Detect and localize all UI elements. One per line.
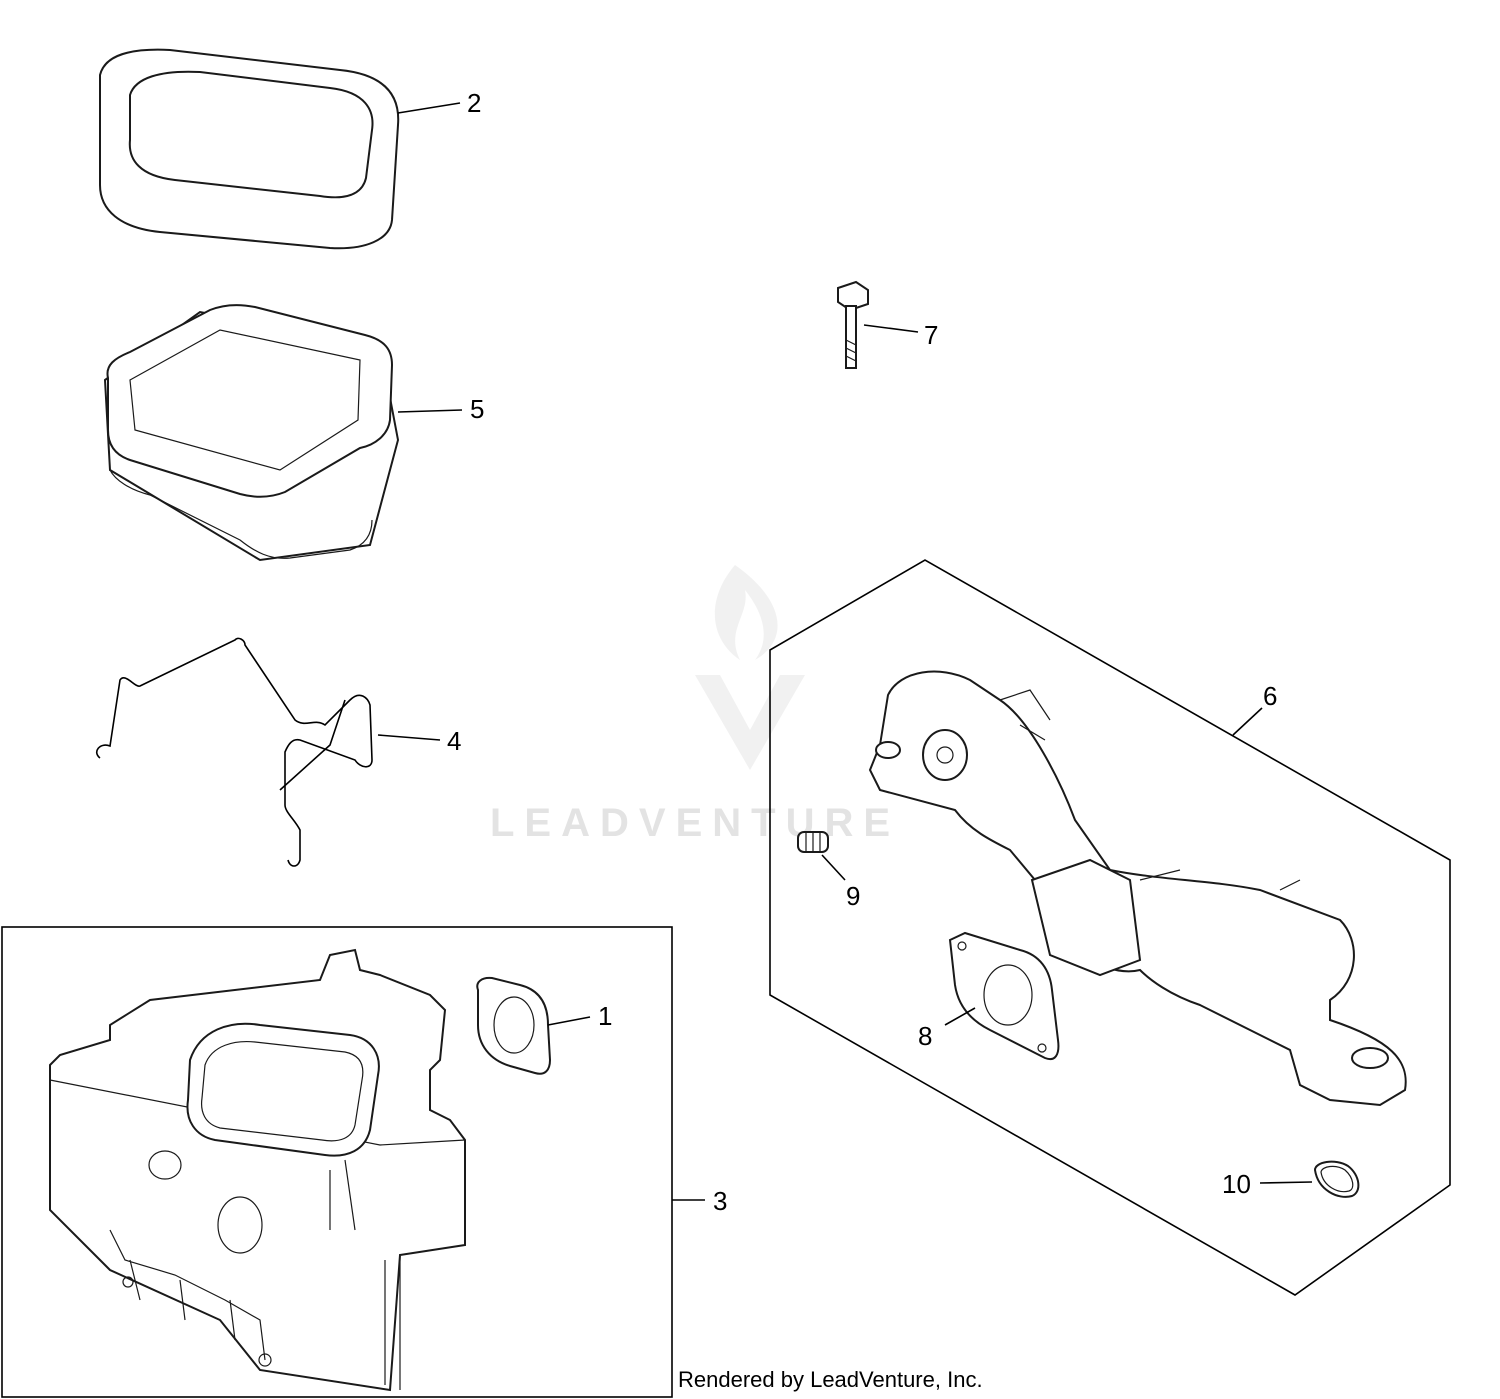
part-7-bolt — [837, 280, 869, 369]
part-6-intake-manifold — [868, 670, 1407, 1107]
part-5-air-filter — [103, 304, 400, 562]
callout-1: 1 — [598, 1001, 612, 1031]
watermark-logo — [695, 565, 805, 770]
callout-6: 6 — [1263, 681, 1277, 711]
render-credit: Rendered by LeadVenture, Inc. — [678, 1367, 983, 1392]
callout-2: 2 — [467, 88, 481, 118]
kit-outline-6 — [769, 559, 1451, 1296]
kit-outline-3 — [1, 926, 673, 1398]
callout-7: 7 — [924, 320, 938, 350]
callout-5: 5 — [470, 394, 484, 424]
part-1-gasket — [476, 976, 552, 1075]
part-4-retaining-wire — [95, 637, 373, 867]
part-3-air-cleaner-base — [49, 948, 466, 1392]
part-8-gasket — [948, 931, 1060, 1060]
leader-lines — [377, 102, 1313, 1201]
part-2-precleaner — [99, 48, 400, 250]
watermark-text: LEADVENTURE — [490, 801, 900, 845]
part-10-o-ring — [1313, 1160, 1360, 1198]
callout-3: 3 — [713, 1186, 727, 1216]
callout-10: 10 — [1222, 1169, 1251, 1199]
callout-4: 4 — [447, 726, 461, 756]
part-9-fitting — [797, 831, 829, 853]
callout-9: 9 — [846, 881, 860, 911]
callout-8: 8 — [918, 1021, 932, 1051]
